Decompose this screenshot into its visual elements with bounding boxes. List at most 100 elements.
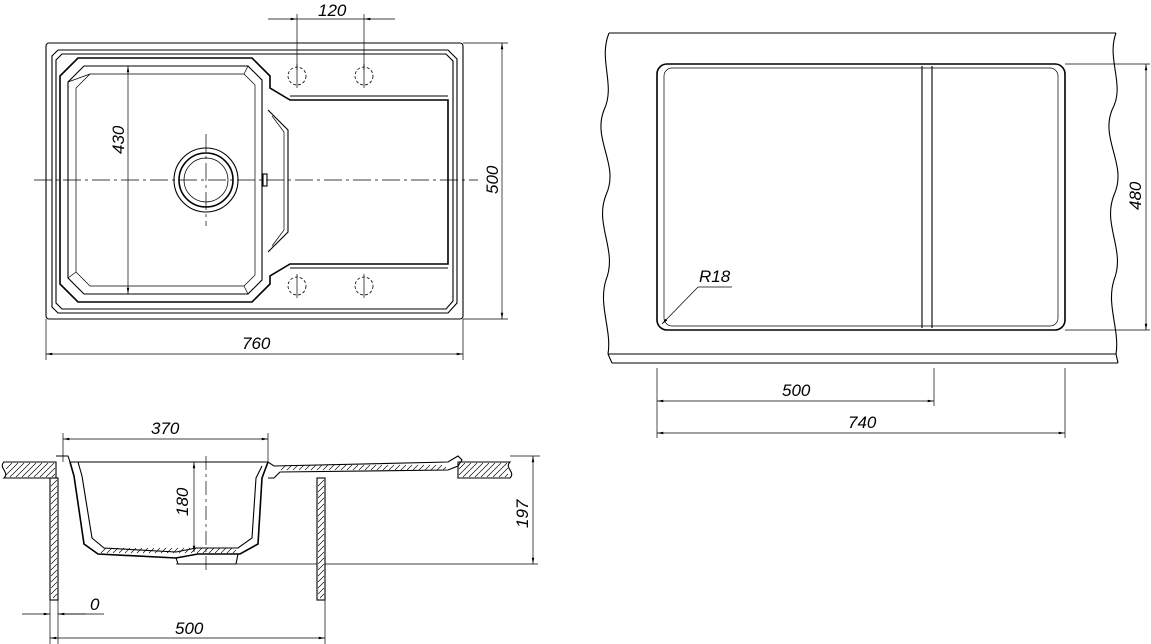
cabinet-wall-hatch-line (50, 491, 58, 499)
dim-cutout-width: 740 (848, 413, 877, 432)
countertop-hatch-line (468, 462, 484, 478)
cabinet-wall-hatch-line (317, 521, 325, 529)
dim-section-bowl-width: 370 (151, 419, 180, 438)
bowl-hatch-line (202, 547, 209, 554)
cabinet-wall-hatch-line (317, 557, 325, 565)
top-view-dimensions: 120 500 430 760 (45, 1, 508, 360)
bowl-hatch-line (118, 547, 125, 554)
drainboard-hatch-line (316, 464, 323, 471)
cabinet-wall-hatch-line (52, 593, 58, 599)
dim-section-cabinet: 500 (175, 619, 204, 638)
drainboard-hatch-line (424, 464, 431, 471)
drainboard-hatch-line (376, 464, 383, 471)
drainboard-hatch-line (364, 464, 371, 471)
drainboard-hatch-line (334, 464, 341, 471)
countertop-hatch-line (51, 473, 56, 478)
drainboard-hatch-line (304, 464, 311, 471)
cabinet-wall-hatch-line (50, 581, 58, 589)
cabinet-wall-hatch-line (317, 539, 325, 547)
bowl-hatch-line (130, 547, 137, 554)
drainboard-hatch-line (292, 464, 299, 471)
dim-radius: R18 (699, 267, 731, 286)
cabinet-wall-hatch-line (50, 533, 58, 541)
countertop-hatch-line (15, 462, 31, 478)
cabinet-wall-hatch-line (50, 551, 58, 559)
countertop-hatch-line (33, 462, 49, 478)
cabinet-wall-hatch-line (317, 491, 325, 499)
cabinet-wall-hatch-line (317, 509, 325, 517)
bowl-hatch-line (112, 547, 119, 554)
cabinet-wall-hatch-line (50, 575, 58, 583)
cabinet-wall-hatch-line (317, 569, 325, 577)
bowl-hatch-line (172, 547, 179, 554)
cabinet-wall-hatch-line (317, 479, 325, 487)
countertop-hatch-line (458, 462, 472, 476)
countertop-hatch-line (462, 462, 478, 478)
cabinet-wall-hatch-line (50, 521, 58, 529)
dim-tap-spacing: 120 (318, 1, 347, 20)
dim-section-offset: 0 (90, 595, 100, 614)
bowl-hatch-line (196, 547, 203, 554)
drainboard-hatch-line (322, 464, 329, 471)
dim-cutout-bowl-width: 500 (782, 381, 811, 400)
cabinet-wall-hatch-line (317, 581, 325, 589)
drainboard-hatch-line (400, 464, 407, 471)
cutout-view: R18 (600, 32, 1119, 364)
bowl-hatch-line (214, 547, 221, 554)
countertop-hatch-line (458, 462, 466, 470)
drainboard-hatch-line (346, 464, 353, 471)
countertop-hatch-line (480, 462, 496, 478)
dim-bowl-depth: 430 (109, 125, 128, 154)
drainboard-hatch-line (340, 464, 347, 471)
cabinet-wall-hatch-line (50, 557, 58, 565)
countertop-hatch-line (492, 462, 508, 478)
countertop-hatch-line (21, 462, 37, 478)
bowl-hatch-line (106, 547, 113, 554)
countertop-hatch-line (9, 462, 25, 478)
bowl-hatch-line (124, 547, 131, 554)
bowl-hatch-line (232, 549, 237, 554)
cabinet-wall-hatch-line (50, 563, 58, 571)
cabinet-wall-hatch-line (50, 497, 58, 505)
bowl-hatch-line (220, 547, 227, 554)
countertop-hatch-line (5, 462, 19, 476)
bowl-hatch-line (226, 547, 233, 554)
cabinet-wall-hatch-line (317, 563, 325, 571)
countertop-hatch-line (504, 473, 509, 478)
bowl-hatch-line (142, 547, 149, 554)
dim-cutout-height: 480 (1126, 181, 1145, 210)
section-view (1, 455, 538, 601)
drainboard-hatch-line (286, 464, 293, 471)
cabinet-wall-hatch-line (50, 539, 58, 547)
cabinet-wall-hatch-line (50, 545, 58, 553)
cabinet-wall-hatch-line (317, 503, 325, 511)
drainboard-hatch-line (328, 464, 335, 471)
drainboard-hatch-line (310, 464, 317, 471)
cabinet-wall-hatch-line (50, 479, 58, 487)
countertop-hatch-line (5, 462, 13, 470)
drainboard-hatch-line (298, 464, 305, 471)
cabinet-wall-hatch-line (50, 515, 58, 523)
cabinet-wall-hatch-line (50, 509, 58, 517)
drainboard-hatch-line (412, 464, 419, 471)
cabinet-wall-hatch-line (50, 527, 58, 535)
drainboard-hatch-line (280, 464, 287, 471)
drainboard-hatch-line (430, 464, 437, 471)
drainboard-hatch-line (406, 464, 413, 471)
cabinet-wall-hatch-line (319, 593, 325, 599)
bowl-hatch-line (160, 547, 167, 554)
cabinet-wall-hatch-line (50, 569, 58, 577)
drainboard-hatch-line (436, 464, 443, 471)
countertop-hatch-line (45, 467, 56, 478)
cabinet-wall-hatch-line (317, 545, 325, 553)
cabinet-wall-hatch-line (317, 551, 325, 559)
dim-section-total-height: 197 (513, 499, 532, 528)
cabinet-wall-hatch-line (317, 575, 325, 583)
cabinet-wall-hatch-line (50, 587, 58, 595)
drainboard-hatch-line (352, 464, 359, 471)
bowl-hatch-line (148, 547, 155, 554)
cabinet-wall-hatch-line (317, 485, 325, 493)
bowl-hatch-line (100, 547, 107, 554)
cabinet-wall-hatch-line (317, 515, 325, 523)
